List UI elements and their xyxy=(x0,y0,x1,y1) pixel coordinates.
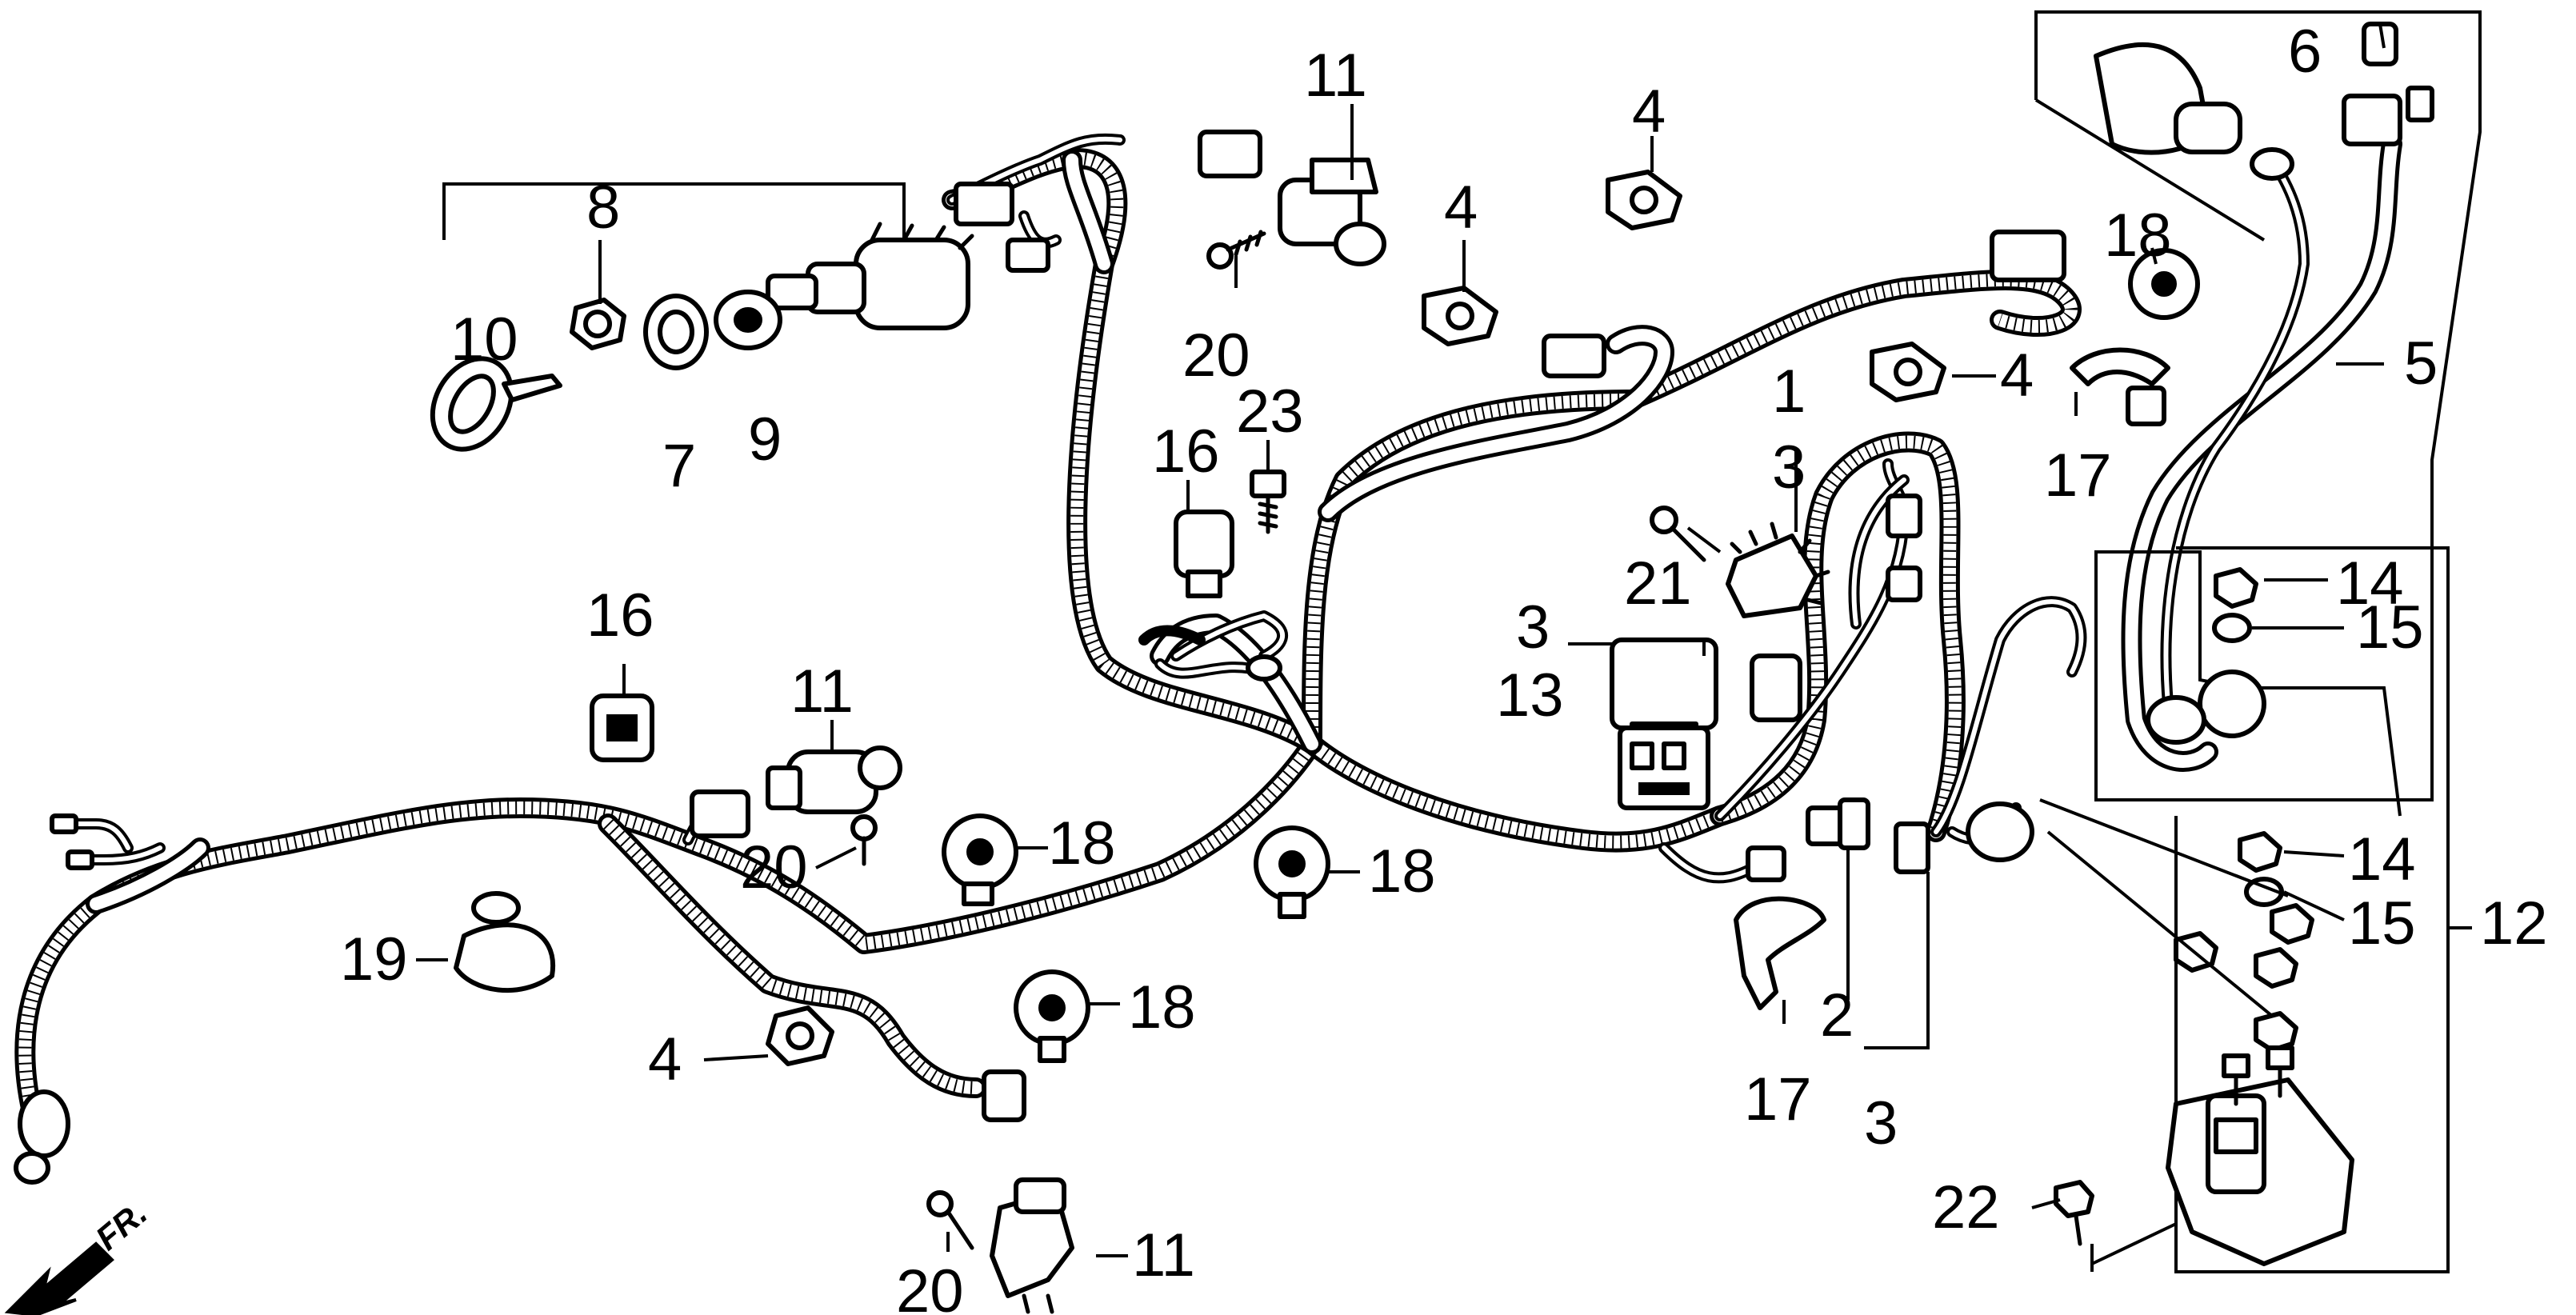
callout-20-low: 20 xyxy=(896,1257,964,1315)
grommet-16b xyxy=(590,693,654,762)
callout-18-center: 18 xyxy=(1048,809,1116,877)
callout-13: 13 xyxy=(1496,661,1564,729)
fuse-box xyxy=(1618,725,1710,810)
callout-4-upper: 4 xyxy=(1444,174,1478,242)
bolt-20-low xyxy=(926,1190,974,1250)
harness-terminal-mid xyxy=(1138,625,1282,681)
sensor-18-low xyxy=(1014,969,1090,1063)
sensor-18-right xyxy=(2128,248,2200,320)
callout-11-top: 11 xyxy=(1304,42,1367,110)
callout-15-bottom: 15 xyxy=(2348,889,2416,957)
callout-15-top: 15 xyxy=(2356,594,2424,661)
callout-14-bottom: 14 xyxy=(2348,825,2416,893)
battery-cable xyxy=(2121,134,2402,772)
callout-3-relay: 3 xyxy=(1516,594,1550,661)
callout-2: 2 xyxy=(1820,981,1854,1049)
callout-18-mid: 18 xyxy=(1368,837,1436,905)
callout-12: 12 xyxy=(2480,889,2548,957)
connector-right-b xyxy=(1746,845,1786,882)
callout-3-low: 3 xyxy=(1864,1089,1898,1157)
callout-4-low: 4 xyxy=(648,1025,682,1093)
callout-20-top: 20 xyxy=(1182,322,1250,390)
callout-14-top: 14 xyxy=(2336,550,2404,618)
sensor-18-center xyxy=(942,813,1018,906)
sensor-18-mid xyxy=(1254,825,1330,919)
clip-4b xyxy=(1606,170,1682,230)
terminal-cover xyxy=(2094,42,2242,155)
nut-14-bottom xyxy=(2238,831,2282,873)
ignition-switch xyxy=(766,222,974,330)
band-clamp-19 xyxy=(454,891,556,993)
washer-15-top xyxy=(2212,613,2252,643)
callout-7: 7 xyxy=(662,432,696,500)
callout-20-mid: 20 xyxy=(740,833,808,901)
connector-mid-b xyxy=(690,789,750,838)
callout-11-low: 11 xyxy=(1132,1221,1195,1289)
bolt-20-mid xyxy=(850,814,878,866)
connector-3 xyxy=(1894,821,1930,874)
clip-4a xyxy=(1422,286,1498,346)
callout-17-top: 17 xyxy=(2044,442,2112,510)
callout-19: 19 xyxy=(340,925,408,993)
connector-2 xyxy=(1806,797,1870,850)
bolt-21 xyxy=(1650,506,1706,562)
relay-1 xyxy=(1726,522,1830,618)
callout-10: 10 xyxy=(450,306,518,374)
callout-11-mid: 11 xyxy=(790,658,854,725)
callout-16-top: 16 xyxy=(1152,418,1220,486)
connector-top-b xyxy=(1198,130,1262,178)
band-clamp-17 xyxy=(1734,896,1826,1010)
callout-18-right: 18 xyxy=(2104,202,2172,270)
callout-18-low: 18 xyxy=(1128,973,1196,1041)
cable-terminal xyxy=(2250,147,2294,181)
callout-16-left: 16 xyxy=(586,582,654,650)
callout-8: 8 xyxy=(586,174,620,242)
ground-terminal xyxy=(14,813,94,1185)
front-direction-arrow[interactable]: FR. xyxy=(4,1193,154,1315)
band-clamp-17-top xyxy=(2070,347,2170,426)
solenoid-top xyxy=(1278,158,1386,266)
grommet-16a xyxy=(1174,510,1234,598)
callout-21: 21 xyxy=(1624,550,1692,618)
clip-4c xyxy=(1870,342,1946,402)
callout-22: 22 xyxy=(1932,1173,2000,1241)
connector-low xyxy=(982,1069,1026,1122)
key xyxy=(430,356,562,452)
callout-9: 9 xyxy=(748,406,782,474)
connector-top-right xyxy=(1990,230,2066,282)
clip-4d xyxy=(766,1005,834,1066)
fuse-holder xyxy=(1750,494,2034,862)
terminal-lower xyxy=(2146,669,2266,745)
bolt-20-top xyxy=(1206,230,1266,270)
solenoid-mid xyxy=(766,745,902,814)
connector-mid-a xyxy=(1542,334,1606,378)
connector-top-a xyxy=(954,182,1050,273)
callout-23: 23 xyxy=(1236,378,1304,446)
callout-4-right: 4 xyxy=(2000,342,2034,410)
callout-3-upper: 3 xyxy=(1772,434,1806,502)
nut-14-top xyxy=(2214,567,2258,609)
clip-6 xyxy=(2342,22,2434,146)
bolt-23 xyxy=(1250,470,1286,534)
washer-7 xyxy=(643,294,709,370)
bolt-22 xyxy=(2054,1180,2177,1272)
callout-6: 6 xyxy=(2288,18,2322,86)
leader-lines xyxy=(416,23,2386,1257)
solenoid-low xyxy=(990,1177,1074,1314)
starter-solenoid-parts xyxy=(2039,798,2354,1266)
callout-1: 1 xyxy=(1772,358,1806,426)
callout-17-low: 17 xyxy=(1744,1065,1812,1133)
collar-9 xyxy=(714,290,782,350)
callout-4-top: 4 xyxy=(1632,78,1666,146)
callout-5: 5 xyxy=(2404,330,2438,398)
callout-numbers: 8 10 7 9 11 20 23 16 16 11 20 18 18 18 1… xyxy=(340,18,2548,1315)
nut-8 xyxy=(570,298,626,350)
